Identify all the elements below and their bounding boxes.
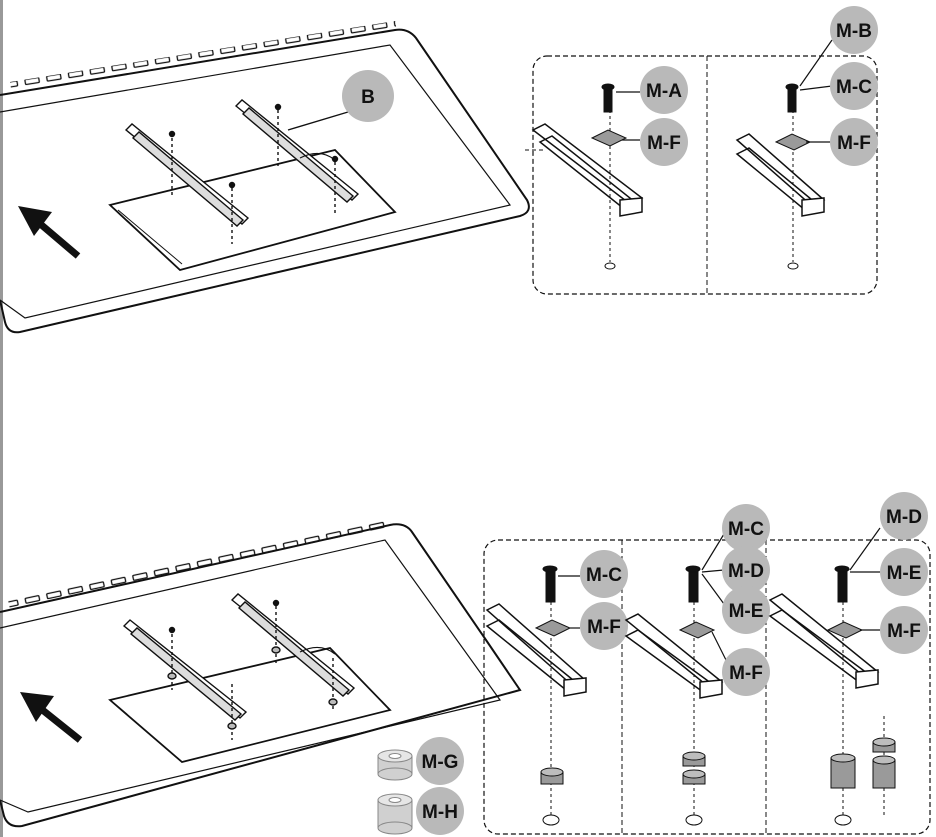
mounting-rail-left-2	[122, 619, 248, 740]
tv-mount-plate-2	[108, 647, 392, 763]
callout-mc-1: M-C	[830, 62, 878, 110]
detail-panel-1	[531, 83, 644, 270]
svg-text:M-G: M-G	[422, 752, 459, 773]
svg-text:B: B	[361, 87, 375, 108]
detail-panel-2	[735, 83, 826, 270]
detail-panel-4	[624, 565, 724, 826]
callout-me-2: M-E	[880, 548, 928, 596]
svg-text:M-F: M-F	[647, 133, 681, 154]
callout-mc-2: M-C	[580, 550, 628, 598]
tv-mount-plate	[108, 149, 397, 271]
svg-text:M-F: M-F	[729, 663, 763, 684]
svg-text:M-C: M-C	[586, 565, 622, 586]
svg-text:M-C: M-C	[836, 77, 872, 98]
callout-mf-2: M-F	[830, 118, 878, 166]
callout-mc-3: M-C	[722, 504, 770, 552]
direction-arrow-icon	[18, 206, 81, 259]
svg-text:M-E: M-E	[729, 601, 764, 622]
svg-text:M-F: M-F	[887, 621, 921, 642]
svg-text:M-C: M-C	[728, 519, 764, 540]
callout-mf-1: M-F	[640, 118, 688, 166]
mounting-rail-left	[124, 123, 250, 244]
callout-mh: M-H	[416, 787, 464, 835]
detail-box-top	[532, 55, 878, 295]
direction-arrow-icon-2	[20, 692, 83, 743]
callout-md-1: M-D	[722, 546, 770, 594]
spacer-mh-icon	[377, 793, 413, 835]
callout-mf-4: M-F	[722, 648, 770, 696]
detail-panel-5	[768, 565, 896, 826]
callout-b-leader	[287, 111, 349, 131]
mounting-rail-right	[234, 99, 360, 216]
detail-box-bottom	[483, 539, 931, 835]
svg-text:M-B: M-B	[836, 21, 872, 42]
svg-text:M-D: M-D	[886, 507, 922, 528]
svg-text:M-D: M-D	[728, 561, 764, 582]
callout-b: B	[342, 70, 394, 122]
tv-back-top	[0, 20, 530, 334]
callout-md-2: M-D	[880, 492, 928, 540]
callout-ma: M-A	[640, 66, 688, 114]
spacer-mg-icon	[377, 749, 413, 781]
tv-vent-strip-2	[7, 518, 392, 608]
tv-vent-strip	[10, 20, 397, 90]
callout-mf-5: M-F	[880, 606, 928, 654]
mounting-rail-right-2	[230, 593, 356, 712]
svg-text:M-A: M-A	[646, 81, 682, 102]
callout-mf-3: M-F	[580, 602, 628, 650]
detail-panel-3	[485, 565, 587, 826]
svg-text:M-F: M-F	[837, 133, 871, 154]
callout-mb: M-B	[830, 6, 878, 54]
svg-text:M-E: M-E	[887, 563, 922, 584]
tv-back-bottom	[0, 518, 522, 828]
callout-mg: M-G	[416, 737, 464, 785]
svg-text:M-H: M-H	[422, 802, 458, 823]
callout-me-1: M-E	[722, 586, 770, 634]
svg-text:M-F: M-F	[587, 617, 621, 638]
